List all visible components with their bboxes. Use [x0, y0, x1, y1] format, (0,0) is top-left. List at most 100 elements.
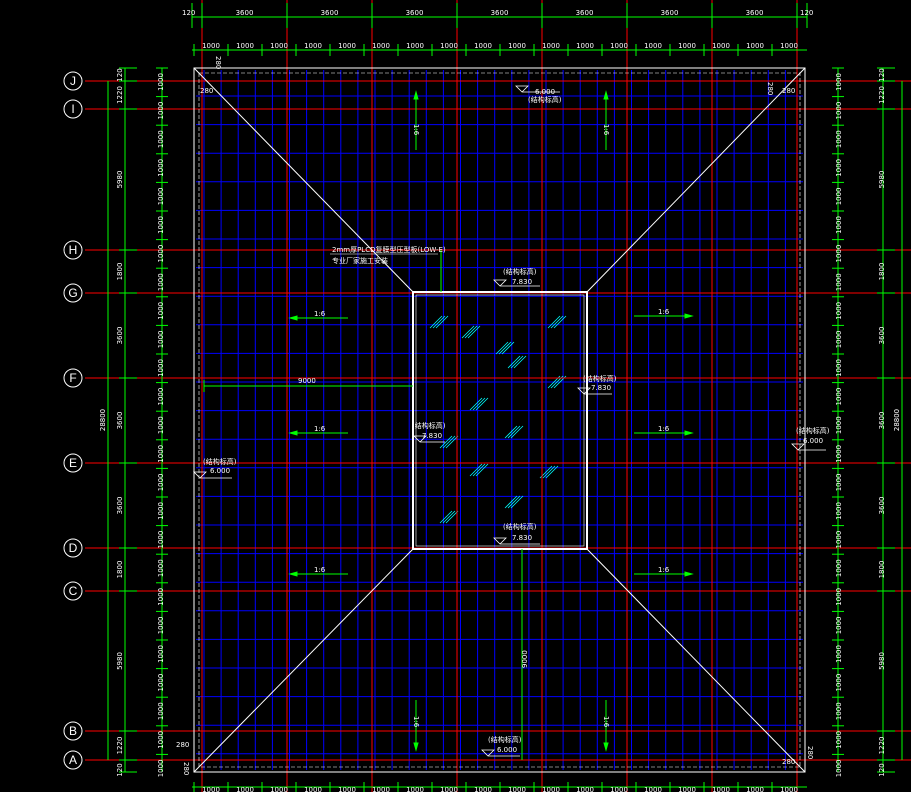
elev-value-skylight-bottom: 7.830 — [512, 534, 532, 542]
glass-hatch-stroke — [432, 315, 446, 329]
hip-line-tl — [193, 67, 414, 293]
glass-hatch-stroke — [510, 355, 524, 369]
right-subdim-label: 1000 — [835, 273, 843, 291]
left-subdim-label: 1000 — [157, 588, 165, 606]
right-dim-span: 5980 — [878, 652, 886, 670]
right-subdim-label: 1000 — [835, 759, 843, 777]
glass-hatch-stroke — [510, 425, 524, 439]
right-subdim-label: 1000 — [835, 616, 843, 634]
bottom-subdim-label: 1000 — [338, 786, 356, 792]
corner-offset-br-v: 280 — [806, 746, 814, 759]
grid-bubble-d — [63, 538, 83, 558]
right-dim-span: 3600 — [878, 412, 886, 430]
left-subdim-label: 1000 — [157, 702, 165, 720]
grid-bubble-c — [63, 581, 83, 601]
left-subdim-label: 1000 — [157, 388, 165, 406]
right-subdim-label: 1000 — [835, 330, 843, 348]
left-dim-span: 1800 — [116, 561, 124, 579]
elev-tag-right: (结构标高) — [796, 426, 830, 435]
glass-hatch-stroke — [501, 341, 515, 355]
glass-hatch-stroke — [445, 510, 459, 524]
left-subdim-label: 1000 — [157, 674, 165, 692]
left-subdim-label: 1000 — [157, 616, 165, 634]
left-dim-span: 1220 — [116, 737, 124, 755]
left-dim-edge-top: 120 — [116, 68, 124, 81]
internal-dimensions — [203, 250, 523, 760]
left-subdim-label: 1000 — [157, 731, 165, 749]
top-subdim-label: 1000 — [338, 42, 356, 50]
glass-hatch-stroke — [550, 315, 564, 329]
corner-offset-tr: 280 — [782, 87, 795, 95]
right-subdim-label: 1000 — [835, 130, 843, 148]
slope-arrows — [288, 90, 694, 752]
elev-value-bottom: 6.000 — [497, 746, 517, 754]
slope-label-left-bottom: 1:6 — [314, 566, 326, 574]
glass-hatch-stroke — [467, 325, 481, 339]
bottom-subdim-label: 1000 — [440, 786, 458, 792]
elev-tag-top: (结构标高) — [528, 95, 562, 104]
top-subdim-label: 1000 — [712, 42, 730, 50]
bottom-subdim-label: 1000 — [780, 786, 798, 792]
dim-9000-vertical: 9000 — [521, 650, 529, 668]
right-dim-edge-bottom: 120 — [878, 763, 886, 776]
right-dim-span: 5980 — [878, 171, 886, 189]
left-subdim-label: 1000 — [157, 759, 165, 777]
elev-value-skylight-top: 7.830 — [512, 278, 532, 286]
left-subdim-label: 1000 — [157, 416, 165, 434]
left-dim-span: 1800 — [116, 263, 124, 281]
glass-hatch-stroke — [475, 397, 489, 411]
left-dim-span: 5980 — [116, 171, 124, 189]
glass-hatch-stroke — [475, 463, 489, 477]
right-dim-span: 1220 — [878, 737, 886, 755]
elev-tag-skylight-right: (结构标高) — [583, 374, 617, 383]
glass-hatch-stroke — [504, 425, 518, 439]
glass-hatch-stroke — [547, 315, 561, 329]
left-subdim-label: 1000 — [157, 273, 165, 291]
bottom-subdim-label: 1000 — [576, 786, 594, 792]
top-subdim-label: 1000 — [746, 42, 764, 50]
left-subdim-label: 1000 — [157, 102, 165, 120]
grid-bubble-g — [63, 283, 83, 303]
elev-tag-left: (结构标高) — [203, 457, 237, 466]
slope-label-top-right: 1:6 — [602, 124, 610, 136]
top-subdim-label: 1000 — [780, 42, 798, 50]
right-dim-edge-top: 120 — [878, 68, 886, 81]
bottom-subdim-label: 1000 — [202, 786, 220, 792]
bottom-subdim-label: 1000 — [712, 786, 730, 792]
top-subdim-label: 1000 — [678, 42, 696, 50]
left-subdim-label: 1000 — [157, 359, 165, 377]
slope-label-right-top: 1:6 — [658, 308, 670, 316]
right-subdim-label: 1000 — [835, 531, 843, 549]
right-subdim-label: 1000 — [835, 302, 843, 320]
glass-hatch-stroke — [469, 463, 483, 477]
glass-hatch-stroke — [507, 355, 521, 369]
left-subdim-label: 1000 — [157, 645, 165, 663]
elev-value-skylight-right: 7.830 — [591, 384, 611, 392]
right-subdim-label: 1000 — [835, 645, 843, 663]
bottom-subdim-label: 1000 — [508, 786, 526, 792]
right-subdim-label: 1000 — [835, 731, 843, 749]
slope-label-left-top: 1:6 — [314, 310, 326, 318]
left-dim-span: 1220 — [116, 86, 124, 104]
right-dim-span: 1220 — [878, 86, 886, 104]
top-subdim-label: 1000 — [270, 42, 288, 50]
bottom-subdim-label: 1000 — [270, 786, 288, 792]
right-subdim-label: 1000 — [835, 388, 843, 406]
top-dim-span: 3600 — [321, 9, 339, 17]
slope-label-left-mid: 1:6 — [314, 425, 326, 433]
top-subdim-label: 1000 — [474, 42, 492, 50]
grid-label-d: D — [69, 541, 78, 555]
roof-outline — [193, 67, 806, 773]
grid-bubble-a — [63, 750, 83, 770]
slope-label-top-left: 1:6 — [412, 124, 420, 136]
bottom-subdim-label: 1000 — [406, 786, 424, 792]
grid-bubble-h — [63, 240, 83, 260]
left-subdim-label: 1000 — [157, 502, 165, 520]
right-subdim-label: 1000 — [835, 416, 843, 434]
glass-hatch-marks — [429, 315, 567, 524]
glass-hatch-stroke — [429, 315, 443, 329]
top-subdim-label: 1000 — [304, 42, 322, 50]
corner-offset-tr-v: 280 — [766, 82, 774, 95]
right-subdim-label: 1000 — [835, 702, 843, 720]
